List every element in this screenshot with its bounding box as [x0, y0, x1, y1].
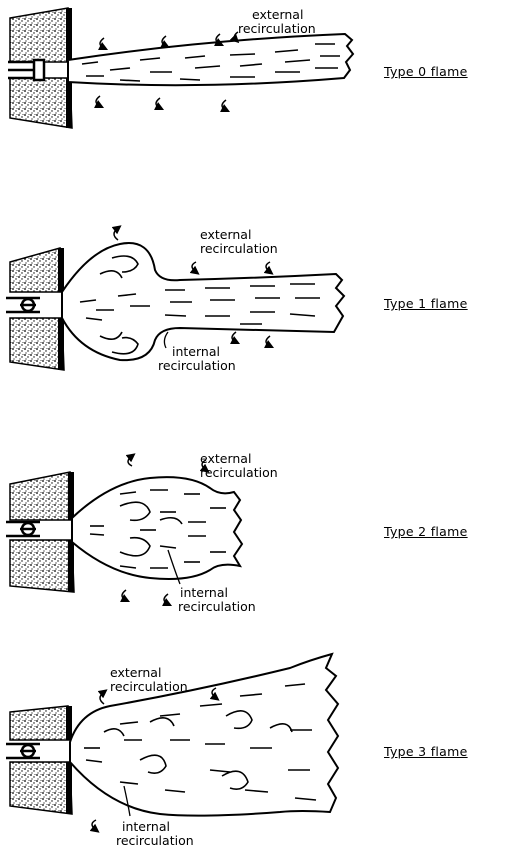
- external-recirculation-label: external recirculation: [200, 228, 278, 256]
- internal-recirculation-label: internal recirculation: [180, 586, 256, 614]
- internal-recirculation-label: internal recirculation: [158, 345, 236, 373]
- fuel-nozzle: [8, 60, 44, 80]
- flame-jet: [72, 477, 242, 579]
- burner-wall: [10, 472, 74, 592]
- internal-recirculation-label: internal recirculation: [116, 820, 194, 848]
- fuel-nozzle: [6, 298, 40, 312]
- type-0-flame-label: Type 0 flame: [384, 64, 468, 79]
- fuel-nozzle: [6, 522, 40, 536]
- flame-jet: [68, 34, 353, 85]
- type-2-flame-label: Type 2 flame: [384, 524, 468, 539]
- type-3-flame-label: Type 3 flame: [384, 744, 468, 759]
- type-1-flame-label: Type 1 flame: [384, 296, 468, 311]
- burner-wall: [10, 706, 72, 814]
- fuel-nozzle: [6, 744, 40, 758]
- external-recirculation-label: external recirculation: [110, 666, 188, 694]
- external-recirculation-label: external recirculation: [238, 8, 316, 36]
- burner-wall: [10, 248, 64, 370]
- flame-jet: [62, 243, 344, 360]
- external-recirculation-label: external recirculation: [200, 452, 278, 480]
